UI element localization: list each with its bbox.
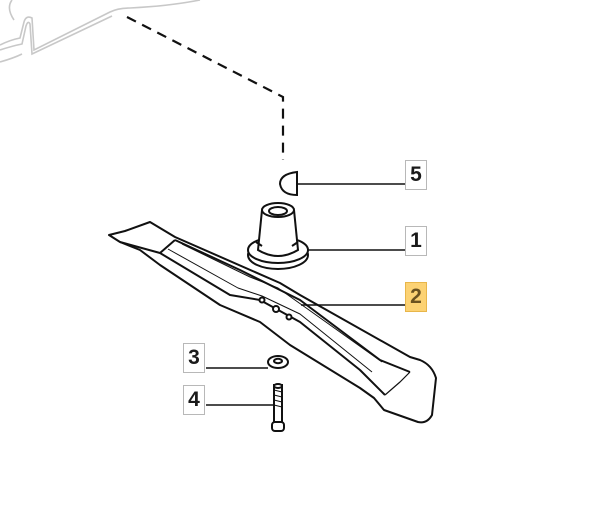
callout-2-highlighted[interactable]: 2 [405, 282, 427, 312]
bolt-part [271, 383, 285, 432]
callout-3-number: 3 [188, 346, 200, 369]
deck-ghost-outline [0, 0, 201, 63]
callout-5-number: 5 [410, 163, 422, 186]
callout-1-number: 1 [410, 229, 422, 252]
hub-adapter-part [247, 202, 309, 270]
callout-1[interactable]: 1 [405, 226, 427, 256]
callout-4-number: 4 [188, 388, 200, 411]
callout-3[interactable]: 3 [183, 343, 205, 373]
washer-part [267, 355, 289, 369]
callout-4[interactable]: 4 [183, 385, 205, 415]
leader-lines [206, 183, 405, 406]
assembly-dashed-line [126, 16, 285, 160]
callout-2-number: 2 [410, 285, 422, 308]
cutting-blade-part [108, 221, 437, 424]
callout-5[interactable]: 5 [405, 160, 427, 190]
blade-cap-part [278, 170, 298, 197]
